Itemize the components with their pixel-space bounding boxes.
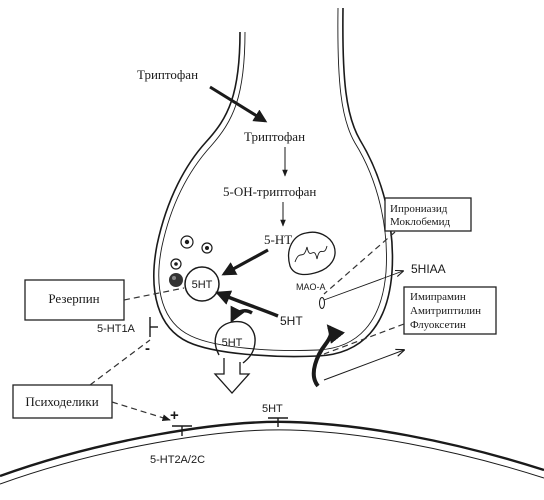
exocytosis-vesicle bbox=[214, 320, 256, 364]
mitochondrion bbox=[288, 231, 336, 276]
release-arrow bbox=[230, 305, 253, 323]
hydroxytryptophan-label: 5-OH-триптофан bbox=[223, 184, 316, 199]
receptor-activation-sign: + bbox=[170, 407, 179, 424]
serotonin-synthesized-label: 5-HT bbox=[264, 232, 292, 247]
imipramine-label: Имипрамин bbox=[410, 291, 466, 303]
psychedelics-autoreceptor-line bbox=[89, 339, 151, 386]
tryptophan-uptake-arrow bbox=[209, 85, 268, 123]
postsynaptic-receptor-5ht2a2c bbox=[172, 425, 192, 436]
reserpine-box bbox=[24, 279, 125, 321]
serotonin-vesicle bbox=[184, 266, 220, 302]
moclobemide-label: Моклобемид bbox=[390, 216, 451, 228]
psychedelics-label: Психоделики bbox=[25, 394, 98, 409]
reserpine-label: Резерпин bbox=[48, 291, 99, 306]
release-into-cleft-arrow bbox=[213, 358, 251, 394]
autoreceptor-5ht1a bbox=[149, 317, 158, 337]
vesicle-serotonin-label: 5HT bbox=[192, 279, 213, 291]
autoreceptor-label: 5-HT1A bbox=[97, 323, 136, 335]
postsynaptic-serotonin-label: 5HT bbox=[262, 403, 283, 415]
psychedelics-action-line bbox=[111, 401, 171, 421]
reserpine-inhibition-line bbox=[123, 287, 185, 301]
vesicle-small bbox=[201, 242, 213, 254]
mao-a-label: MAO-A bbox=[296, 282, 326, 292]
vesicle-loading-arrow bbox=[221, 248, 269, 276]
autoreceptor-inhibition-sign: - bbox=[145, 340, 150, 357]
vesicle-small bbox=[180, 235, 194, 249]
vesicle-cluster bbox=[169, 235, 213, 287]
mao-inhibition-line bbox=[323, 231, 396, 295]
fluoxetine-label: Флуоксетин bbox=[410, 319, 466, 331]
postsynaptic-membrane-inner bbox=[0, 429, 544, 485]
postsynaptic-receptor-5ht bbox=[268, 417, 288, 427]
reuptake-arrow bbox=[215, 290, 279, 318]
mao-a-enzyme bbox=[319, 297, 325, 309]
postsynaptic-membrane bbox=[0, 420, 544, 478]
released-serotonin-label: 5HT bbox=[222, 337, 243, 349]
receptor-label: 5-HT2A/2C bbox=[150, 454, 205, 466]
axon-terminal-membrane-inner bbox=[158, 7, 387, 351]
reuptake-inhibition-line bbox=[323, 323, 405, 355]
transporter-exit-arrow bbox=[323, 350, 404, 381]
tryptophan-inside-label: Триптофан bbox=[244, 129, 305, 144]
serotonin-transporter bbox=[311, 324, 346, 388]
metabolism-arrow bbox=[323, 271, 403, 301]
amitriptyline-label: Амитриптилин bbox=[410, 305, 481, 317]
psychedelics-box bbox=[12, 384, 113, 419]
reuptake-inhibitors-box bbox=[403, 286, 497, 335]
metabolite-label: 5HIAA bbox=[411, 262, 446, 276]
iproniazid-label: Ипрониазид bbox=[390, 203, 448, 215]
vesicle-dense-core bbox=[169, 273, 183, 287]
tryptophan-outside-label: Триптофан bbox=[137, 67, 198, 82]
reuptake-serotonin-label: 5HT bbox=[280, 314, 303, 328]
mao-inhibitors-box bbox=[384, 197, 472, 232]
axon-terminal-membrane bbox=[153, 7, 394, 358]
vesicle-small bbox=[170, 258, 182, 270]
